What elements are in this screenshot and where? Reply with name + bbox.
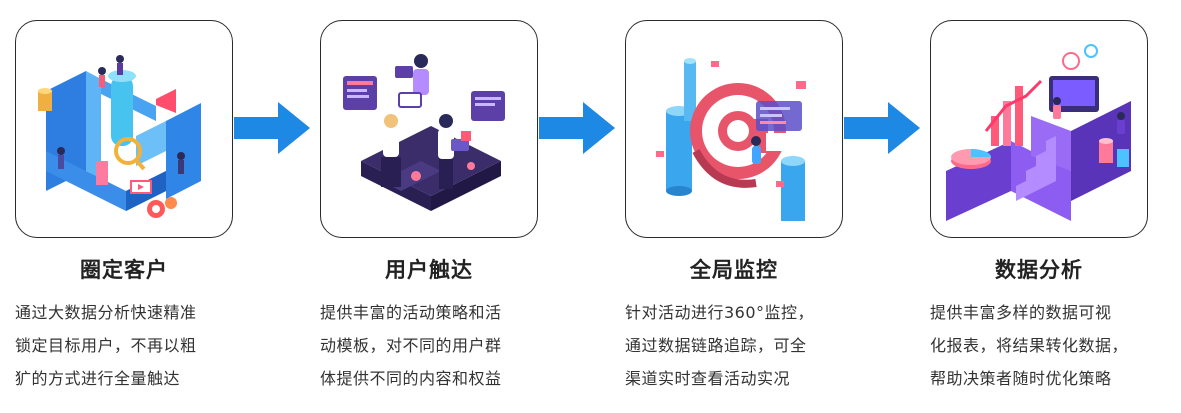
step-card xyxy=(625,20,843,238)
description-line: 动模板，对不同的用户群 xyxy=(320,336,502,355)
arrow-right-icon xyxy=(844,102,920,154)
step-card xyxy=(15,20,233,238)
description-line: 化报表，将结果转化数据， xyxy=(930,336,1129,355)
description-line: 针对活动进行360°监控， xyxy=(625,303,815,322)
step-global-monitoring: 全局监控 针对活动进行360°监控， 通过数据链路追踪，可全 渠道实时查看活动实… xyxy=(625,0,861,413)
step-title: 全局监控 xyxy=(690,258,778,282)
arrow-right-icon xyxy=(539,102,615,154)
description-line: 锁定目标用户，不再以粗 xyxy=(15,336,197,355)
description-line: 通过大数据分析快速精准 xyxy=(15,303,197,322)
step-description: 通过大数据分析快速精准 锁定目标用户，不再以粗 犷的方式进行全量触达 xyxy=(15,296,255,395)
description-line: 提供丰富多样的数据可视 xyxy=(930,303,1112,322)
step-customer-targeting: 圈定客户 通过大数据分析快速精准 锁定目标用户，不再以粗 犷的方式进行全量触达 xyxy=(15,0,251,413)
step-title: 圈定客户 xyxy=(80,258,168,282)
step-description: 针对活动进行360°监控， 通过数据链路追踪，可全 渠道实时查看活动实况 xyxy=(625,296,865,395)
customer-targeting-illustration xyxy=(38,55,201,218)
description-line: 提供丰富的活动策略和活 xyxy=(320,303,502,322)
step-user-reach: 用户触达 提供丰富的活动策略和活 动模板，对不同的用户群 体提供不同的内容和权益 xyxy=(320,0,556,413)
step-description: 提供丰富的活动策略和活 动模板，对不同的用户群 体提供不同的内容和权益 xyxy=(320,296,560,395)
description-line: 体提供不同的内容和权益 xyxy=(320,369,502,388)
description-line: 通过数据链路追踪，可全 xyxy=(625,336,807,355)
step-description: 提供丰富多样的数据可视 化报表，将结果转化数据， 帮助决策者随时优化策略 xyxy=(930,296,1170,395)
description-line: 犷的方式进行全量触达 xyxy=(15,369,181,388)
data-analysis-illustration xyxy=(946,44,1131,221)
arrow-right-icon xyxy=(234,102,310,154)
step-title: 数据分析 xyxy=(995,258,1083,282)
step-data-analysis: 数据分析 提供丰富多样的数据可视 化报表，将结果转化数据， 帮助决策者随时优化策… xyxy=(930,0,1166,413)
description-line: 渠道实时查看活动实况 xyxy=(625,369,791,388)
step-card xyxy=(320,20,538,238)
user-reach-illustration xyxy=(343,54,505,211)
step-card xyxy=(930,20,1148,238)
global-monitoring-illustration xyxy=(656,58,806,221)
description-line: 帮助决策者随时优化策略 xyxy=(930,369,1112,388)
step-title: 用户触达 xyxy=(385,258,473,282)
